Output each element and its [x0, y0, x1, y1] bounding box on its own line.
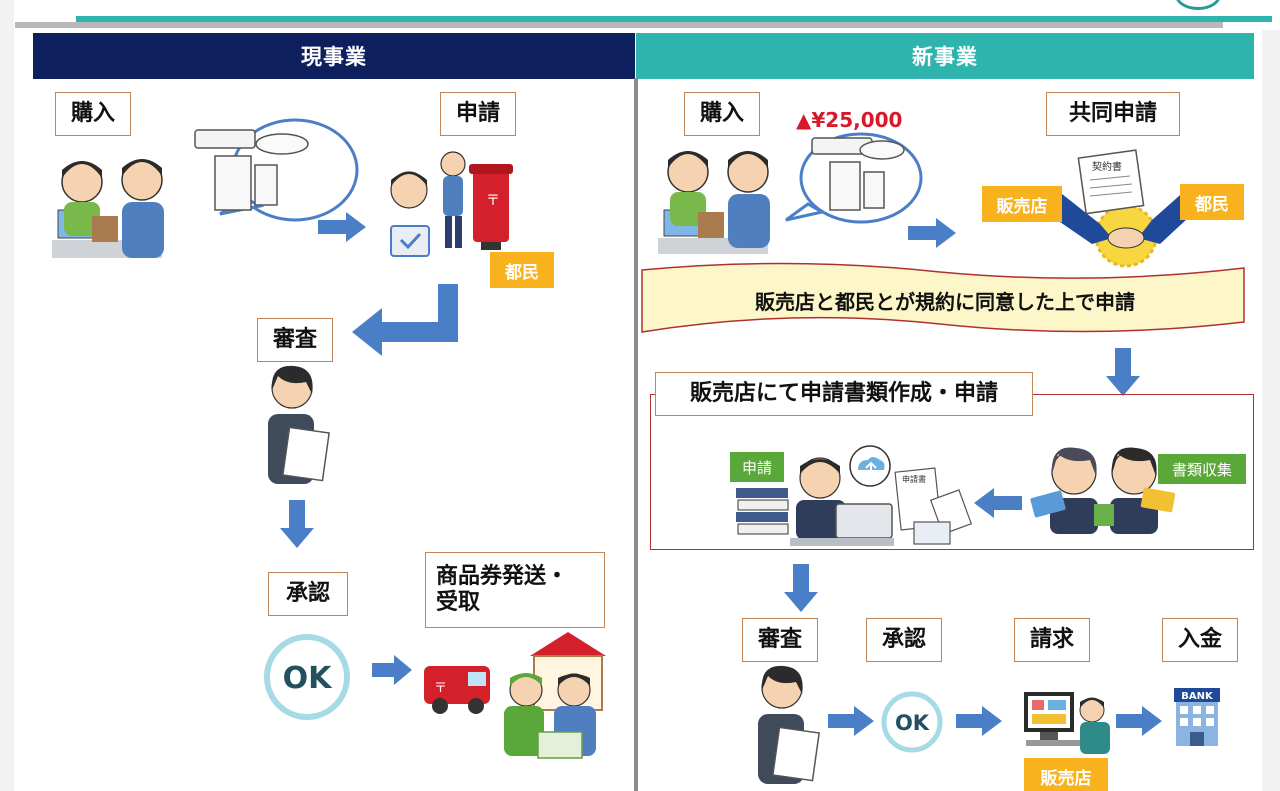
right-margin	[1262, 30, 1280, 791]
cur-purchase-label: 購入	[55, 92, 131, 136]
invoice-computer-illustration	[1024, 692, 1110, 754]
cur-reviewer-illustration	[268, 365, 330, 484]
ok-icon: OK	[264, 634, 350, 720]
arrow-right-icon	[1116, 706, 1162, 736]
left-margin	[0, 0, 14, 791]
arrow-return-icon	[352, 284, 458, 356]
arrow-down-icon	[784, 564, 818, 612]
arrow-left-icon	[974, 488, 1022, 518]
svg-text:OK: OK	[895, 711, 930, 735]
svg-text:〒: 〒	[434, 681, 447, 696]
apply-tag: 申請	[730, 452, 784, 482]
docs-collect-tag: 書類収集	[1158, 454, 1246, 484]
arrow-right-icon	[956, 706, 1002, 736]
new-reviewer-illustration	[758, 665, 820, 784]
new-invoice-label: 請求	[1014, 618, 1090, 662]
new-review-label: 審査	[742, 618, 818, 662]
top-rule-gray	[15, 22, 1223, 28]
svg-text:BANK: BANK	[1181, 691, 1214, 702]
arrow-right-icon	[372, 655, 412, 685]
agreement-banner: 販売店と都民とが規約に同意した上で申請	[755, 289, 1135, 314]
new-business-header: 新事業	[636, 33, 1254, 79]
joint-citizen-tag: 都民	[1180, 184, 1244, 220]
cur-voucher-line2: 受取	[436, 590, 481, 615]
svg-text:申請書: 申請書	[902, 474, 926, 484]
top-rule-teal	[76, 16, 1272, 22]
bank-icon: BANK	[1174, 688, 1220, 746]
current-business-header: 現事業	[33, 33, 635, 79]
arrow-down-icon	[1106, 348, 1140, 396]
staff-document-collection-illustration	[1030, 447, 1176, 534]
voucher-delivery-illustration: 〒	[424, 632, 606, 759]
cur-purchase-illustration	[52, 118, 359, 258]
column-divider	[634, 78, 638, 791]
new-approve-label: 承認	[866, 618, 942, 662]
post-box-illustration: 〒	[390, 151, 513, 257]
new-purchase-label: 購入	[684, 92, 760, 136]
invoice-store-tag: 販売店	[1024, 758, 1108, 791]
cur-voucher-label: 商品券発送・ 受取	[425, 552, 605, 628]
store-process-title: 販売店にて申請書類作成・申請	[655, 372, 1033, 416]
svg-text:OK: OK	[283, 661, 334, 696]
logo-icon	[1175, 0, 1221, 10]
new-deposit-label: 入金	[1162, 618, 1238, 662]
svg-text:契約書: 契約書	[1092, 160, 1122, 173]
cur-voucher-line1: 商品券発送・	[436, 563, 569, 589]
handshake-icon: 契約書	[1060, 149, 1188, 268]
arrow-down-icon	[280, 500, 314, 548]
agreement-banner-shape	[641, 262, 1245, 333]
joint-store-tag: 販売店	[982, 186, 1062, 222]
svg-text:〒: 〒	[486, 193, 500, 209]
cur-approve-label: 承認	[268, 572, 348, 616]
clerk-application-illustration: 申請書	[736, 445, 973, 546]
ok-icon: OK	[881, 691, 943, 753]
cur-citizen-tag: 都民	[490, 252, 554, 288]
arrow-right-icon	[318, 212, 366, 242]
cur-review-label: 審査	[257, 318, 333, 362]
cur-apply-label: 申請	[440, 92, 516, 136]
arrow-right-icon	[908, 218, 956, 248]
joint-apply-label: 共同申請	[1046, 92, 1180, 136]
arrow-right-icon	[828, 706, 874, 736]
new-purchase-illustration	[658, 132, 923, 254]
price-reduction-text: ▲¥25,000	[796, 108, 903, 132]
